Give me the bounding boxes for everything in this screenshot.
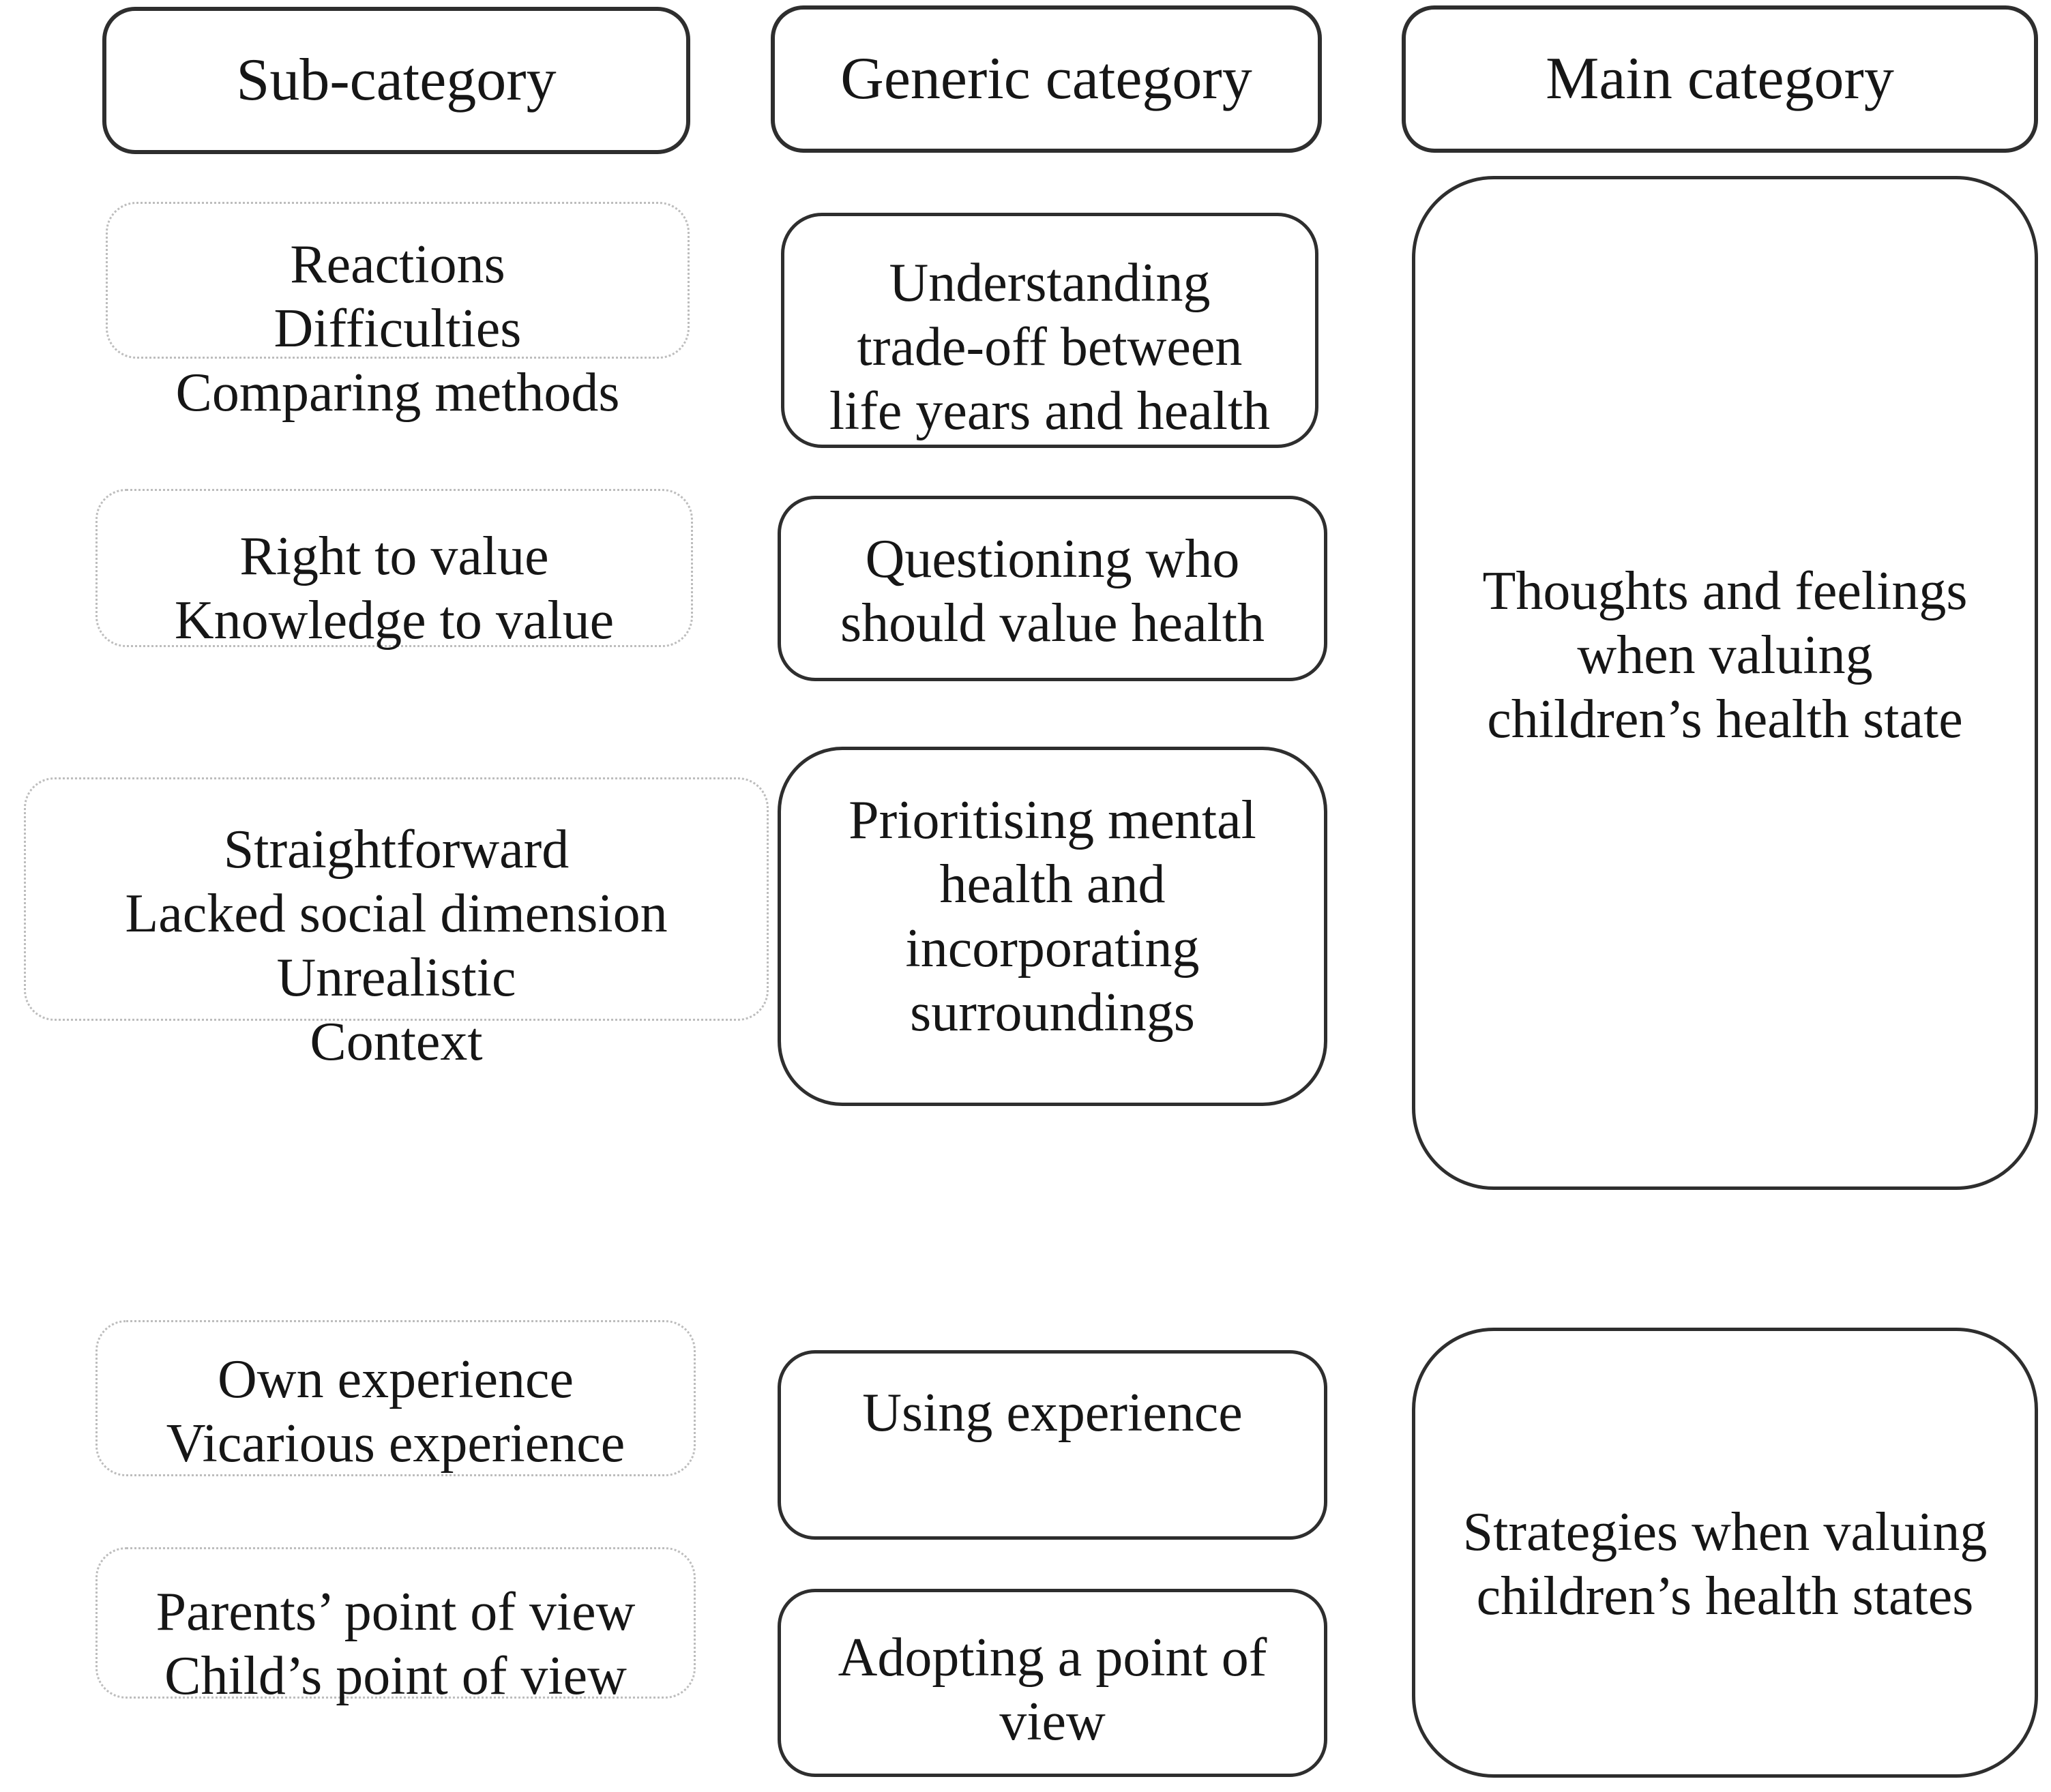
generic-category-line: Prioritising mental [849, 790, 1256, 850]
sub-category-line: Child’s point of view [164, 1646, 627, 1706]
column-header-sub-category: Sub-category [102, 7, 690, 154]
generic-category-line: Adopting a point of [838, 1628, 1267, 1688]
generic-category-line: health and [939, 854, 1166, 914]
column-header-sub-category-label: Sub-category [236, 47, 557, 113]
sub-category-box-point-of-view: Parents’ point of view Child’s point of … [95, 1547, 696, 1706]
column-header-main-category: Main category [1402, 5, 2038, 153]
generic-category-box-understanding-trade-off: Understanding trade-off between life yea… [781, 213, 1318, 448]
sub-category-box-right-to-value: Right to value Knowledge to value [95, 489, 693, 651]
generic-category-box-adopting-point-of-view: Adopting a point of view [778, 1589, 1327, 1777]
generic-category-line: Understanding [889, 253, 1211, 313]
sub-category-line: Own experience [218, 1349, 574, 1409]
sub-category-line: Context [310, 1012, 483, 1072]
generic-category-line: trade-off between [857, 317, 1243, 377]
generic-category-line: Questioning who [865, 529, 1240, 589]
sub-category-line: Vicarious experience [166, 1414, 625, 1474]
column-header-generic-category: Generic category [771, 5, 1322, 153]
sub-category-line: Comparing methods [175, 363, 620, 423]
sub-category-line: Knowledge to value [174, 591, 615, 651]
sub-category-box-straightforward: Straightforward Lacked social dimension … [24, 777, 769, 1072]
main-category-line: children’s health state [1487, 689, 1963, 749]
sub-category-box-own-experience: Own experience Vicarious experience [95, 1320, 696, 1476]
sub-category-line: Straightforward [223, 820, 570, 880]
main-category-line: when valuing [1577, 625, 1873, 685]
sub-category-line: Right to value [239, 526, 549, 586]
main-category-box-thoughts-and-feelings: Thoughts and feelings when valuing child… [1412, 176, 2038, 1190]
generic-category-box-questioning-who: Questioning who should value health [778, 496, 1327, 681]
sub-category-line: Difficulties [274, 299, 522, 359]
generic-category-box-using-experience: Using experience [778, 1350, 1327, 1540]
generic-category-line: should value health [840, 593, 1265, 653]
generic-category-line: surroundings [910, 983, 1195, 1043]
generic-category-box-prioritising-mental-health: Prioritising mental health and incorpora… [778, 747, 1327, 1106]
sub-category-line: Lacked social dimension [125, 884, 668, 944]
main-category-line: Thoughts and feelings [1482, 561, 1968, 621]
column-header-generic-category-label: Generic category [840, 46, 1252, 112]
sub-category-box-reactions: Reactions Difficulties Comparing methods [106, 202, 690, 423]
main-category-box-strategies: Strategies when valuing children’s healt… [1412, 1328, 2038, 1778]
main-category-line: children’s health states [1476, 1566, 1974, 1626]
sub-category-line: Reactions [290, 235, 505, 295]
sub-category-line: Parents’ point of view [156, 1582, 636, 1642]
generic-category-line: Using experience [862, 1383, 1243, 1443]
column-header-main-category-label: Main category [1546, 46, 1894, 112]
main-category-line: Strategies when valuing [1462, 1502, 1988, 1562]
sub-category-line: Unrealistic [276, 948, 516, 1008]
generic-category-line: life years and health [829, 381, 1271, 441]
generic-category-line: incorporating [905, 919, 1200, 979]
generic-category-line: view [999, 1692, 1106, 1752]
